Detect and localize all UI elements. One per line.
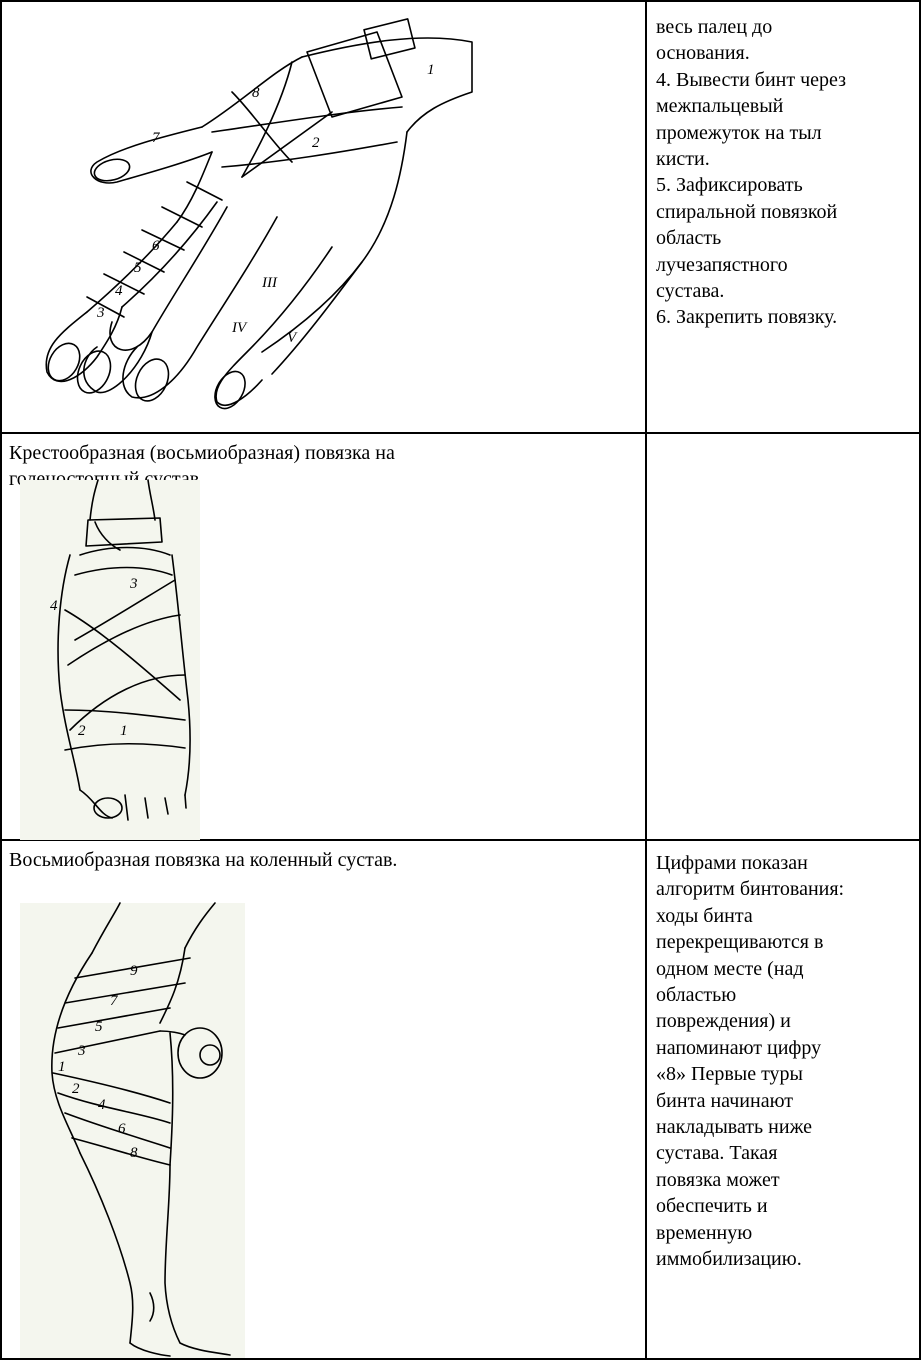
knee-label-6: 6 [118, 1121, 126, 1137]
hand-label-V: V [287, 330, 298, 346]
ankle-label-4: 4 [50, 598, 58, 614]
hand-label-6: 6 [152, 238, 160, 254]
hand-label-IV: IV [231, 320, 248, 336]
hand-label-5: 5 [134, 260, 142, 276]
ankle-label-1: 1 [120, 723, 128, 739]
row2-right-cell [647, 434, 919, 839]
ankle-label-2: 2 [78, 723, 86, 739]
knee-label-4: 4 [98, 1097, 106, 1113]
knee-label-2: 2 [72, 1081, 80, 1097]
row2-left-cell: Крестообразная (восьмиобразная) повязка … [2, 434, 645, 839]
hand-bandage-illustration: 1 2 8 7 6 5 4 3 III IV V [2, 2, 645, 432]
ankle-bandage-illustration: 4 3 2 1 [20, 480, 200, 840]
row1-left-cell: 1 2 8 7 6 5 4 3 III IV V [2, 2, 645, 432]
row1-right-text: весь палец до основания. 4. Вывести бинт… [656, 14, 918, 331]
hand-label-2: 2 [312, 135, 320, 151]
hand-label-8: 8 [252, 85, 260, 101]
ankle-label-3: 3 [129, 576, 138, 592]
knee-label-1: 1 [58, 1059, 66, 1075]
knee-label-8: 8 [130, 1145, 138, 1161]
hand-label-4: 4 [115, 283, 123, 299]
hand-label-3: 3 [96, 305, 105, 321]
knee-label-5: 5 [95, 1019, 103, 1035]
hand-label-III: III [261, 275, 278, 291]
knee-label-9: 9 [130, 963, 138, 979]
row3-right-text: Цифрами показан алгоритм бинтования: ход… [656, 850, 918, 1273]
row3-left-cell: Восьмиобразная повязка на коленный суста… [2, 841, 645, 1358]
knee-label-3: 3 [77, 1043, 86, 1059]
knee-caption: Восьмиобразная повязка на коленный суста… [9, 847, 629, 873]
hand-label-1: 1 [427, 62, 435, 78]
knee-bandage-illustration: 9 7 5 3 1 2 4 6 8 [20, 903, 245, 1358]
